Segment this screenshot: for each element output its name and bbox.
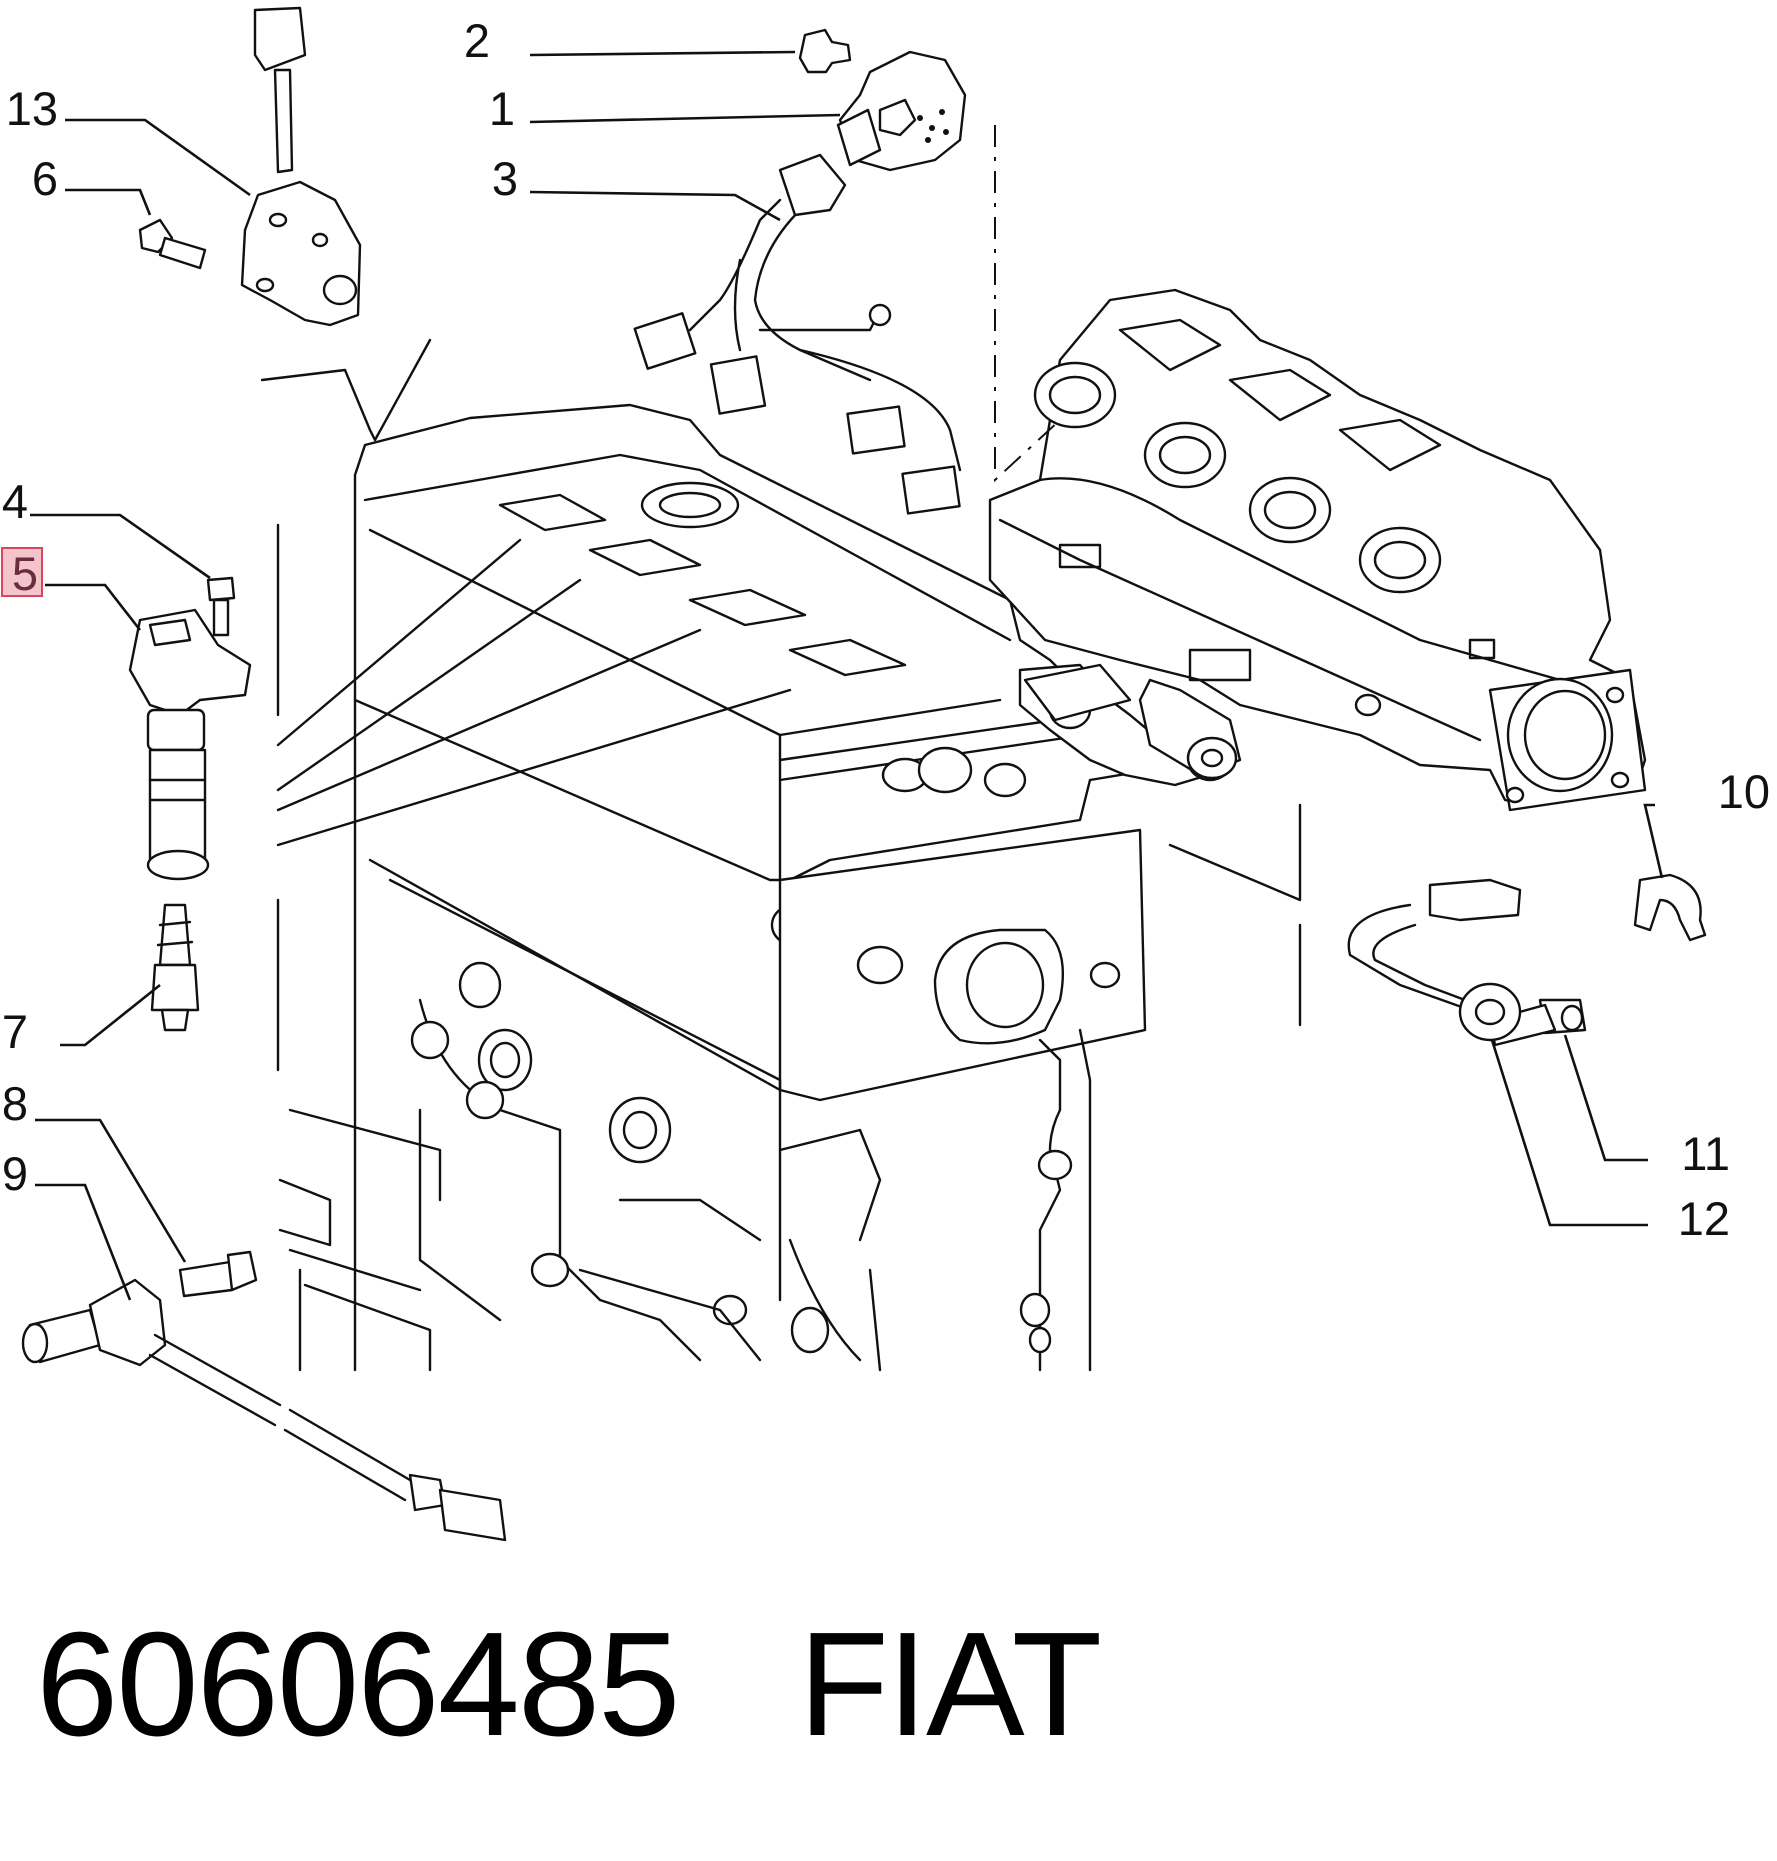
callout-12: 12 bbox=[1678, 1192, 1730, 1245]
part-4-screw bbox=[206, 576, 236, 637]
part-8-bolt bbox=[178, 1250, 258, 1298]
part-6-bolt bbox=[138, 218, 207, 270]
footer-caption: 60606485 FIAT bbox=[36, 1600, 1102, 1770]
callout-3: 3 bbox=[492, 152, 518, 205]
part-5-ignition-coil bbox=[128, 608, 252, 881]
callout-6: 6 bbox=[32, 152, 58, 205]
callout-labels: 2 1 3 13 6 4 5 7 8 9 10 11 12 bbox=[1, 14, 1770, 1245]
part-7-spark-plug bbox=[150, 903, 200, 1032]
part-2-screw bbox=[798, 28, 852, 74]
callout-9: 9 bbox=[2, 1147, 28, 1200]
intake-manifold bbox=[988, 125, 1647, 812]
callout-7: 7 bbox=[2, 1005, 28, 1058]
callout-10: 10 bbox=[1718, 765, 1770, 818]
callout-13: 13 bbox=[6, 82, 58, 135]
engine-cylinder-head bbox=[260, 338, 1302, 1372]
callout-8: 8 bbox=[2, 1077, 28, 1130]
callout-1: 1 bbox=[489, 82, 515, 135]
fuel-rail-fitting bbox=[1023, 648, 1252, 780]
callout-5: 5 bbox=[12, 547, 38, 600]
part-3-wiring-harness bbox=[633, 153, 962, 515]
callout-5-highlight bbox=[1, 547, 43, 597]
brand-name: FIAT bbox=[798, 1602, 1102, 1767]
part-number: 60606485 bbox=[36, 1602, 680, 1767]
leader-lines bbox=[30, 50, 1664, 1301]
part-12-knock-sensor bbox=[1347, 878, 1522, 1042]
part-10-clip bbox=[1633, 873, 1707, 942]
callout-2: 2 bbox=[464, 14, 490, 67]
part-1-throttle-position-sensor bbox=[836, 50, 967, 172]
callout-11: 11 bbox=[1681, 1127, 1730, 1180]
callout-4: 4 bbox=[2, 475, 28, 528]
part-13-ignition-module bbox=[240, 6, 362, 327]
part-9-crankshaft-sensor bbox=[21, 1278, 507, 1542]
